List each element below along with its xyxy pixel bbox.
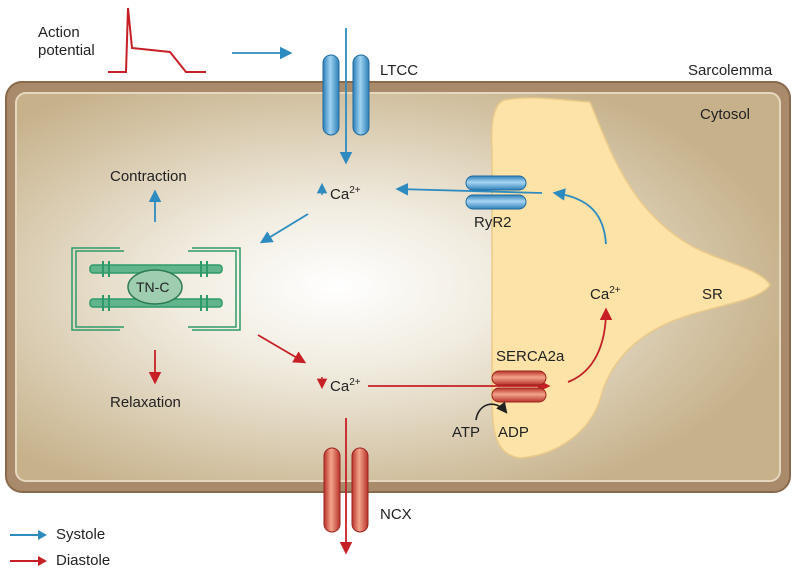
tnc-label: TN-C [136, 279, 170, 295]
ltcc-channel [322, 54, 370, 136]
sarcolemma-label: Sarcolemma [688, 62, 773, 79]
serca2a-pump [491, 370, 547, 403]
atp-adp-arrow [475, 401, 508, 421]
cytosol-label: Cytosol [700, 106, 751, 123]
adp-label: ADP [498, 424, 529, 441]
sr-to-ryr2-arrow [552, 188, 607, 245]
legend-diastole-label: Diastole [56, 552, 111, 569]
ca-increase-label: Ca2+ [330, 182, 361, 204]
action-potential-label-line1: Action [38, 24, 80, 41]
troponin-c [127, 269, 183, 305]
action-potential-label: Action potential [38, 24, 95, 60]
sr-compartment [490, 97, 771, 459]
ca-increase-charge: 2+ [349, 185, 361, 196]
action-potential-trace [108, 7, 206, 73]
atp-label: ATP [452, 424, 481, 441]
ca-increase-symbol: Ca [330, 186, 350, 203]
ncx-label: NCX [380, 506, 412, 523]
legend-systole-label: Systole [56, 526, 106, 543]
ryr2-label: RyR2 [474, 214, 512, 231]
serca2a-label: SERCA2a [496, 348, 565, 365]
relaxation-label: Relaxation [110, 394, 181, 411]
sr-label: SR [702, 286, 723, 303]
ca-sr-symbol: Ca [590, 286, 610, 303]
diastole-arrow-icon [10, 556, 47, 566]
ca-sr-label: Ca2+ [590, 282, 621, 304]
ca-to-myofilament-arrow [259, 213, 309, 244]
action-potential-label-line2: potential [38, 42, 95, 59]
ryr2-channel [465, 175, 527, 210]
legend-diastole: Diastole [8, 551, 110, 571]
systole-arrow-icon [10, 530, 47, 540]
contraction-label: Contraction [110, 168, 187, 185]
ltcc-label: LTCC [380, 62, 419, 79]
ncx-exchanger [323, 447, 369, 533]
ca-decrease-charge: 2+ [349, 377, 361, 388]
myofilament-release-arrow [257, 334, 307, 364]
ca-decrease-label: Ca2+ [330, 374, 361, 396]
legend-systole: Systole [8, 525, 105, 545]
ryr2-release-arrow [395, 182, 543, 196]
ca-decrease-symbol: Ca [330, 378, 350, 395]
serca-to-sr-arrow [567, 307, 613, 383]
ca-sr-charge: 2+ [609, 285, 621, 296]
